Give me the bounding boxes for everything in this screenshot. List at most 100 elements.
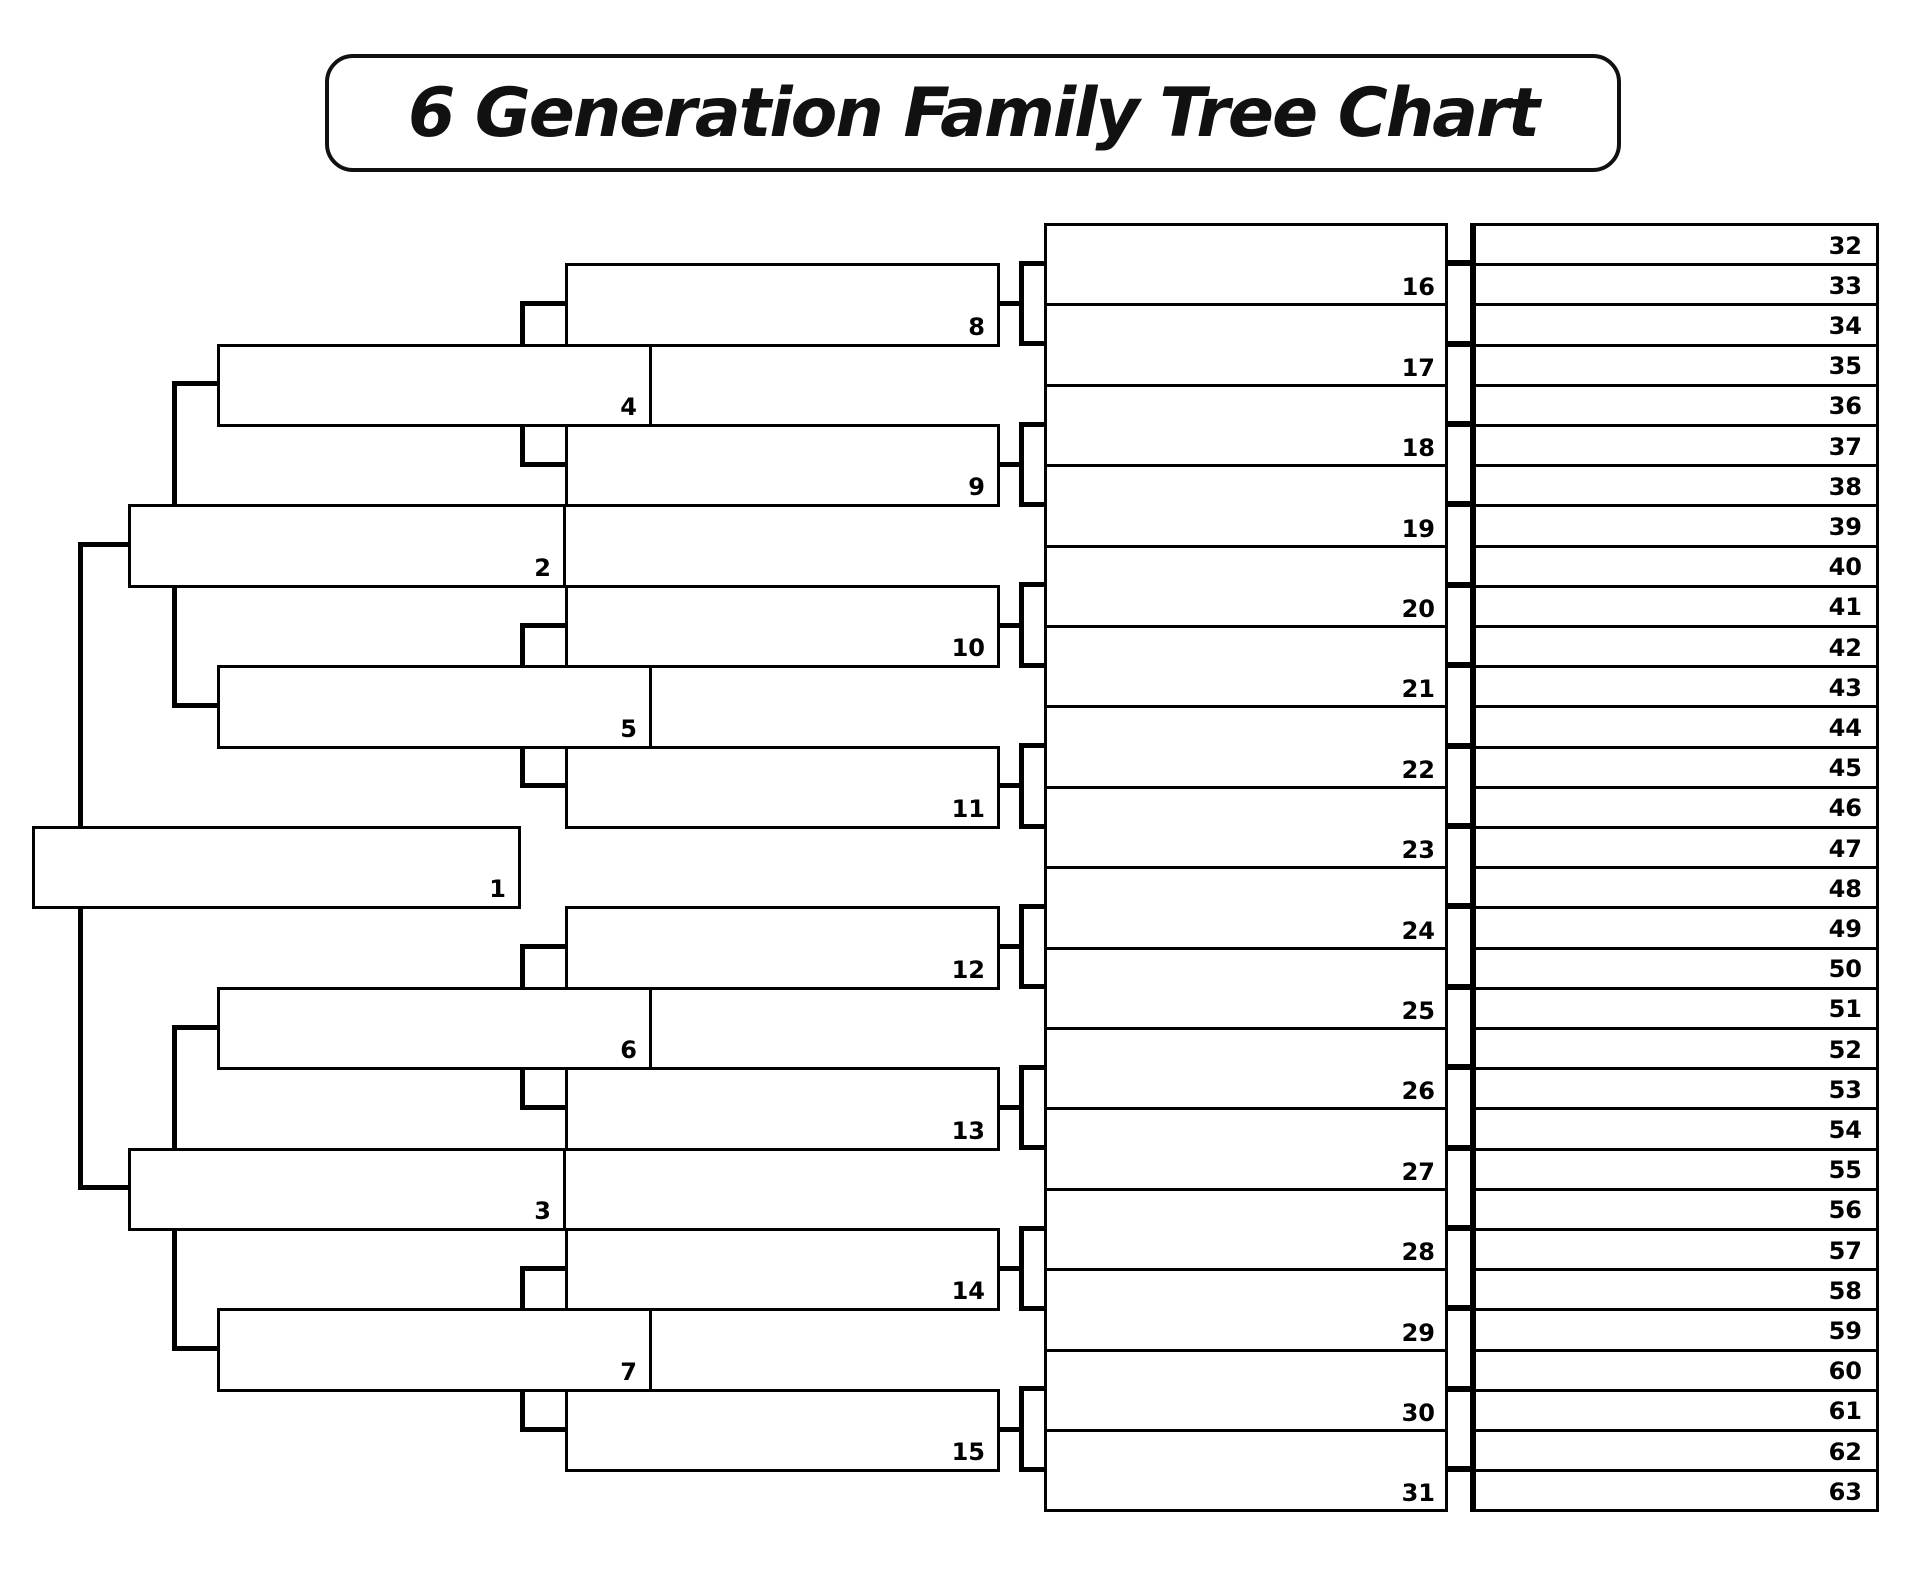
- connector-11-to-23-stub: [1018, 823, 1046, 829]
- person-number-46: 46: [1828, 794, 1862, 823]
- person-number-39: 39: [1828, 512, 1862, 541]
- person-number-18: 18: [1401, 434, 1435, 463]
- person-box-45: 45: [1470, 745, 1879, 789]
- person-box-22: 22: [1044, 705, 1448, 789]
- person-number-54: 54: [1828, 1115, 1862, 1144]
- person-box-37: 37: [1470, 424, 1879, 468]
- person-number-7: 7: [620, 1357, 637, 1386]
- person-box-38: 38: [1470, 464, 1879, 508]
- connector-8-stub: [995, 300, 1024, 306]
- person-number-56: 56: [1828, 1196, 1862, 1225]
- person-box-61: 61: [1470, 1388, 1879, 1432]
- person-number-31: 31: [1401, 1479, 1435, 1508]
- person-box-43: 43: [1470, 665, 1879, 709]
- chart-title-box: 6 Generation Family Tree Chart: [325, 54, 1621, 172]
- connector-11-parents-line: [1018, 743, 1024, 829]
- connector-8-to-16-stub: [1018, 260, 1046, 266]
- chart-title: 6 Generation Family Tree Chart: [407, 73, 1540, 153]
- person-number-21: 21: [1401, 675, 1435, 704]
- connector-14-to-29-stub: [1018, 1305, 1046, 1311]
- person-number-59: 59: [1828, 1316, 1862, 1345]
- person-number-26: 26: [1401, 1077, 1435, 1106]
- person-number-44: 44: [1828, 713, 1862, 742]
- connector-24-parents-stub: [1446, 903, 1472, 910]
- person-number-42: 42: [1828, 633, 1862, 662]
- person-number-48: 48: [1828, 874, 1862, 903]
- person-number-25: 25: [1401, 996, 1435, 1025]
- person-box-48: 48: [1470, 866, 1879, 910]
- connector-27-parents-stub: [1446, 1144, 1472, 1151]
- person-number-49: 49: [1828, 914, 1862, 943]
- person-number-2: 2: [534, 553, 551, 582]
- person-number-45: 45: [1828, 754, 1862, 783]
- person-box-29: 29: [1044, 1268, 1448, 1352]
- person-box-16: 16: [1044, 223, 1448, 307]
- person-box-44: 44: [1470, 705, 1879, 749]
- connector-15-parents-line: [1018, 1386, 1024, 1472]
- person-box-26: 26: [1044, 1027, 1448, 1111]
- person-number-13: 13: [951, 1116, 985, 1145]
- connector-9-parents-line: [1018, 421, 1024, 507]
- person-number-8: 8: [968, 312, 985, 341]
- person-box-25: 25: [1044, 946, 1448, 1030]
- person-number-10: 10: [951, 634, 985, 663]
- connector-1-to-2-stub: [77, 542, 131, 548]
- person-box-36: 36: [1470, 383, 1879, 427]
- person-box-58: 58: [1470, 1268, 1879, 1312]
- person-number-23: 23: [1401, 836, 1435, 865]
- person-box-35: 35: [1470, 343, 1879, 387]
- connector-10-stub: [995, 622, 1024, 628]
- person-box-9: 9: [565, 424, 1000, 508]
- person-box-7: 7: [217, 1308, 652, 1392]
- connector-11-to-22-stub: [1018, 743, 1046, 749]
- person-number-47: 47: [1828, 834, 1862, 863]
- connector-3-to-7-stub: [171, 1346, 220, 1352]
- person-box-4: 4: [217, 343, 652, 427]
- connector-15-to-30-stub: [1018, 1386, 1046, 1392]
- person-box-18: 18: [1044, 383, 1448, 468]
- person-box-39: 39: [1470, 504, 1879, 548]
- connector-5-to-10-stub: [519, 622, 568, 628]
- person-box-10: 10: [565, 584, 1000, 669]
- person-number-34: 34: [1828, 311, 1862, 340]
- person-number-11: 11: [951, 794, 985, 823]
- person-number-17: 17: [1401, 353, 1435, 382]
- person-box-54: 54: [1470, 1107, 1879, 1151]
- connector-31-parents-stub: [1446, 1466, 1472, 1473]
- connector-13-to-26-stub: [1018, 1064, 1046, 1070]
- connector-13-parents-line: [1018, 1064, 1024, 1151]
- connector-4-to-9-stub: [519, 461, 568, 467]
- person-number-57: 57: [1828, 1236, 1862, 1265]
- connector-14-to-28-stub: [1018, 1225, 1046, 1231]
- person-number-30: 30: [1401, 1398, 1435, 1427]
- person-box-41: 41: [1470, 584, 1879, 628]
- person-number-12: 12: [951, 955, 985, 984]
- person-number-32: 32: [1828, 231, 1862, 260]
- connector-7-to-15-stub: [519, 1426, 568, 1432]
- person-box-56: 56: [1470, 1187, 1879, 1231]
- person-number-36: 36: [1828, 392, 1862, 421]
- connector-9-to-18-stub: [1018, 421, 1046, 427]
- connector-19-parents-stub: [1446, 501, 1472, 508]
- connector-29-parents-stub: [1446, 1305, 1472, 1312]
- person-number-20: 20: [1401, 594, 1435, 623]
- person-number-53: 53: [1828, 1075, 1862, 1104]
- person-number-14: 14: [951, 1277, 985, 1306]
- person-number-60: 60: [1828, 1357, 1862, 1386]
- person-number-35: 35: [1828, 352, 1862, 381]
- person-box-49: 49: [1470, 906, 1879, 950]
- person-box-51: 51: [1470, 986, 1879, 1030]
- person-box-57: 57: [1470, 1228, 1879, 1272]
- connector-28-parents-stub: [1446, 1225, 1472, 1231]
- person-number-52: 52: [1828, 1035, 1862, 1064]
- person-box-46: 46: [1470, 785, 1879, 829]
- person-box-33: 33: [1470, 263, 1879, 307]
- person-box-59: 59: [1470, 1308, 1879, 1352]
- connector-6-to-13-stub: [519, 1104, 568, 1110]
- connector-22-parents-stub: [1446, 742, 1472, 749]
- person-box-24: 24: [1044, 866, 1448, 950]
- person-number-29: 29: [1401, 1318, 1435, 1347]
- connector-23-parents-stub: [1446, 823, 1472, 829]
- connector-5-to-11-stub: [519, 783, 568, 789]
